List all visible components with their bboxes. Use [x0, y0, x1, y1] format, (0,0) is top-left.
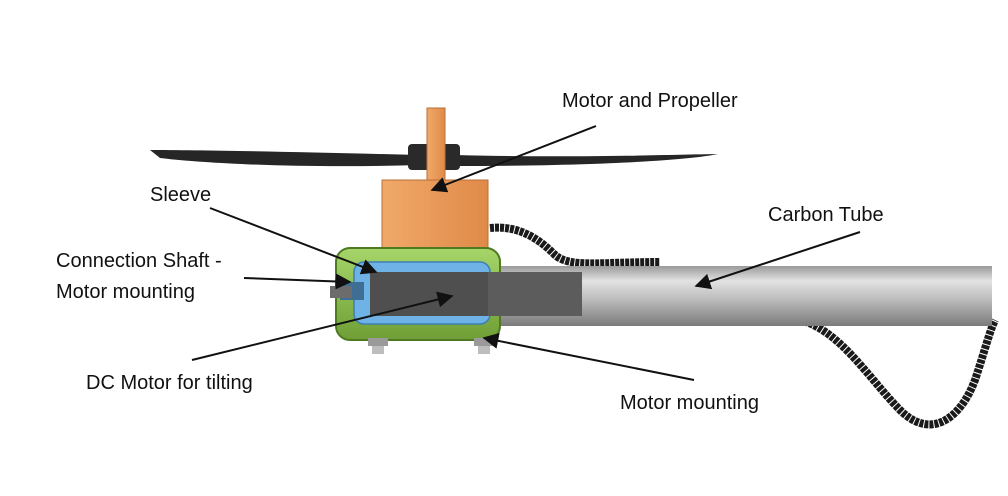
label-motor-mounting: Motor mounting	[620, 392, 759, 414]
propeller-right-blade	[455, 154, 718, 166]
label-carbon-tube: Carbon Tube	[768, 204, 884, 226]
leader-sleeve	[209, 207, 378, 275]
label-connection-shaft-line1: Connection Shaft -	[56, 250, 222, 272]
label-connection-shaft-line2: Motor mounting	[56, 281, 195, 303]
propeller-left-blade	[150, 150, 420, 167]
leader-motor-propeller	[430, 125, 597, 193]
bolt-left	[368, 338, 388, 354]
label-dc-motor: DC Motor for tilting	[86, 372, 253, 394]
label-connection-shaft: Connection Shaft - Motor mounting	[56, 246, 256, 308]
leader-connection-shaft	[243, 273, 352, 290]
label-sleeve: Sleeve	[150, 184, 212, 206]
connection-shaft-end	[488, 272, 582, 316]
leader-carbon-tube	[694, 231, 861, 290]
leader-dc-motor	[191, 291, 454, 361]
leader-motor-mounting	[482, 332, 695, 381]
label-motor-and-propeller: Motor and Propeller	[562, 90, 738, 112]
motor-body	[381, 179, 489, 251]
cable-hanging	[798, 316, 999, 429]
shaft-stub	[330, 286, 352, 298]
motor-shaft	[426, 107, 446, 181]
cable	[489, 223, 661, 268]
